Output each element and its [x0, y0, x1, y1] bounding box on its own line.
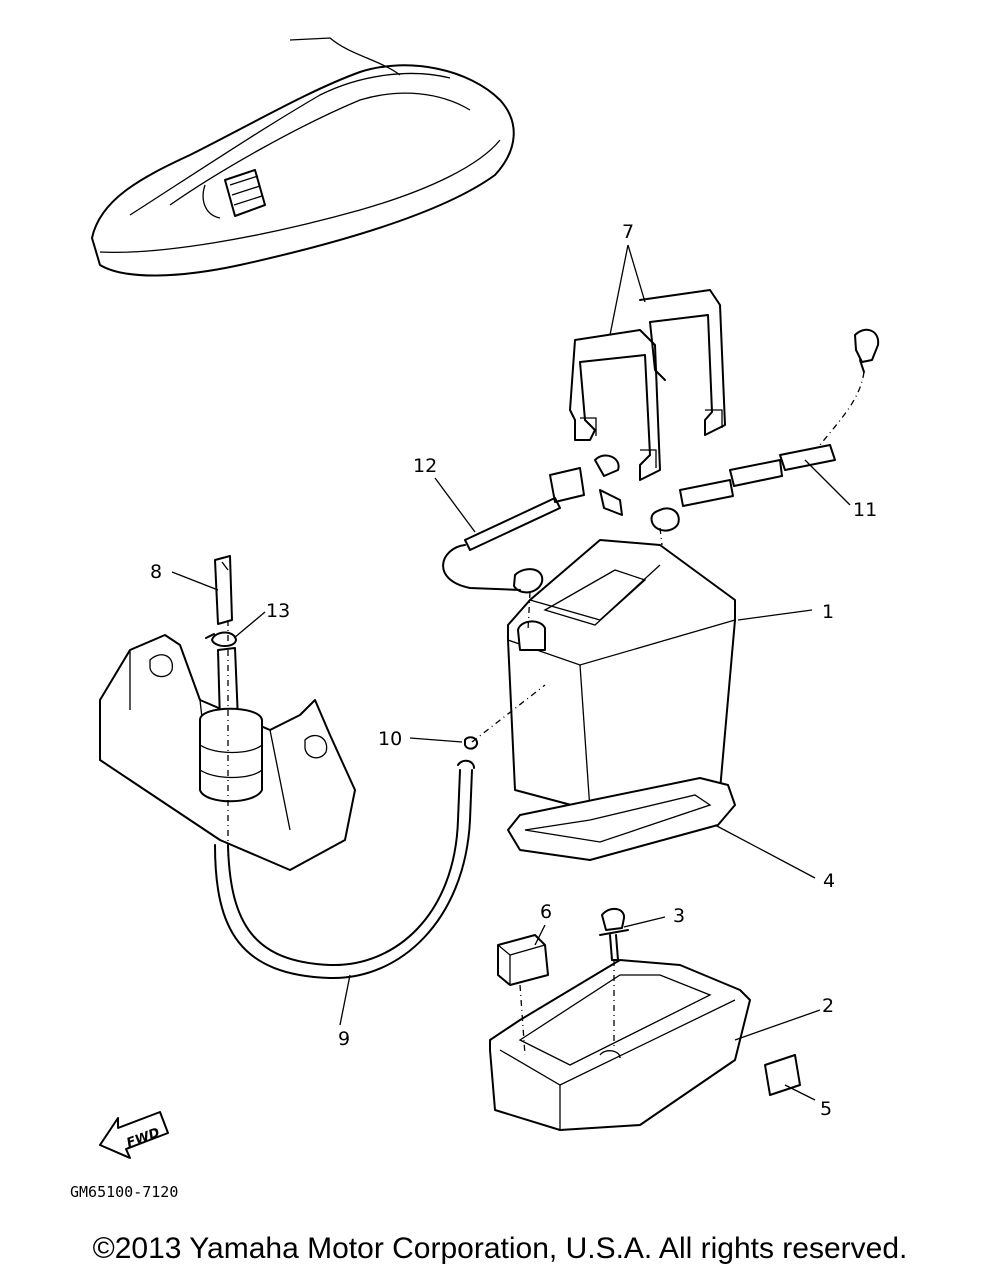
callout-1: 1 [822, 601, 834, 623]
negative-cable [442, 454, 623, 594]
watercraft-illustration [91, 37, 515, 277]
terminal-cover [497, 934, 549, 1056]
callout-8: 8 [150, 561, 162, 583]
hose-fitting [464, 527, 663, 750]
battery-holder [99, 620, 356, 871]
callout-13: 13 [266, 600, 290, 622]
copyright-notice: ©2013 Yamaha Motor Corporation, U.S.A. A… [92, 1232, 908, 1265]
positive-cable [650, 328, 880, 532]
callout-10: 10 [378, 728, 402, 750]
vent-pipe [214, 555, 233, 625]
bolt [599, 907, 629, 1050]
breather-hose [214, 759, 475, 980]
callout-6: 6 [540, 901, 552, 923]
battery-pad [507, 777, 736, 861]
callout-11: 11 [853, 499, 877, 521]
callout-12: 12 [413, 455, 437, 477]
callout-3: 3 [673, 905, 685, 927]
callout-5: 5 [820, 1098, 832, 1120]
callout-7: 7 [622, 221, 634, 243]
leader-lines [171, 244, 851, 1101]
battery [507, 539, 736, 811]
callout-9: 9 [338, 1028, 350, 1050]
battery-strap [569, 289, 726, 481]
fwd-arrow-icon: FWD [99, 1111, 169, 1159]
label-plate [764, 1054, 801, 1096]
battery-case [489, 959, 751, 1131]
callout-labels: 1 2 3 4 5 6 7 8 9 10 11 12 13 [150, 221, 877, 1120]
callout-4: 4 [823, 870, 835, 892]
drawing-code: GM65100-7120 [70, 1183, 178, 1201]
hose-clip [205, 631, 237, 647]
callout-2: 2 [822, 995, 834, 1017]
